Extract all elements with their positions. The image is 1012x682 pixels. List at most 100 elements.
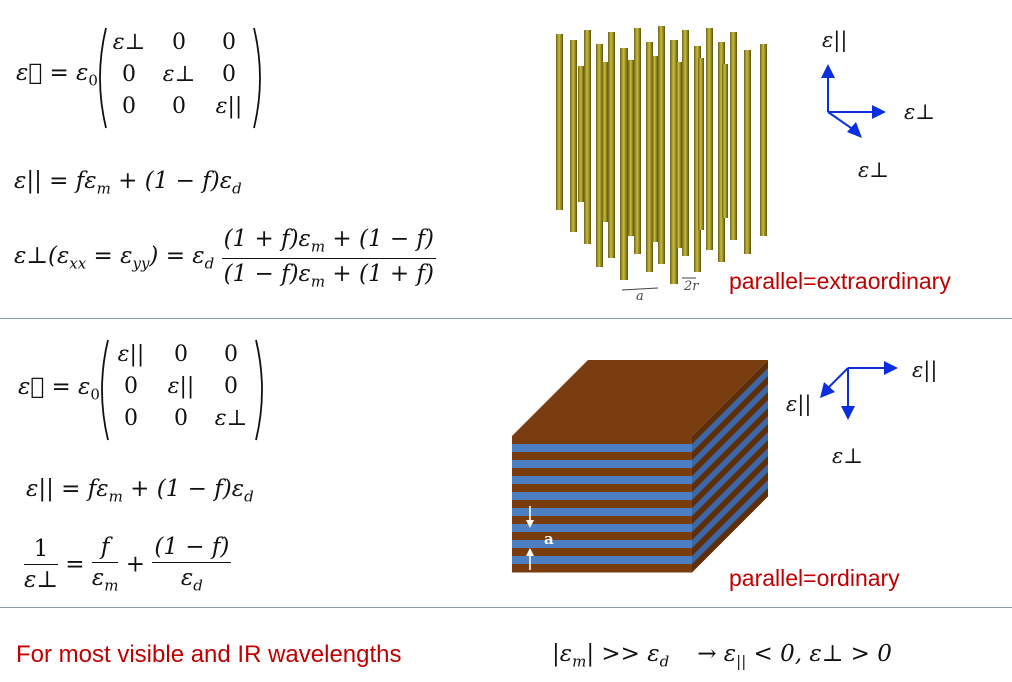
caption-extraordinary: parallel=extraordinary bbox=[729, 268, 951, 294]
layer-front bbox=[512, 492, 692, 501]
matrix-cell: 0 bbox=[224, 374, 238, 399]
layer-side bbox=[692, 384, 768, 469]
eq-text: (1 − f)ε bbox=[223, 260, 311, 287]
layer-side bbox=[692, 416, 768, 501]
block-top-face bbox=[512, 360, 768, 436]
fraction-1: 1 ε⊥ bbox=[24, 537, 58, 593]
layer-front bbox=[512, 452, 692, 461]
axis-label-diagonal: ε⊥ bbox=[858, 158, 890, 182]
nanorod bbox=[628, 60, 634, 236]
eq-text: ε⊥(ε bbox=[14, 243, 70, 270]
eq-text: + (1 + f) bbox=[325, 260, 435, 287]
layer-label-a: a bbox=[544, 530, 554, 548]
nanorod bbox=[634, 28, 641, 254]
tensor-lhs-bottom: ε⃡ = ε0 bbox=[18, 376, 100, 403]
arrow-diagonal-icon bbox=[820, 382, 835, 398]
eq-sub: d bbox=[244, 487, 254, 506]
arrow-diagonal-icon bbox=[847, 122, 862, 138]
axis-label-diagonal: ε|| bbox=[786, 392, 812, 416]
layer-side bbox=[692, 440, 768, 525]
nanorod bbox=[670, 40, 678, 284]
eq-sub: m bbox=[96, 179, 111, 198]
eq-sub: || bbox=[736, 652, 747, 671]
matrix-cell: ε|| bbox=[117, 342, 145, 367]
nanorod bbox=[602, 62, 608, 222]
layer-side bbox=[692, 424, 768, 509]
eq-sub: yy bbox=[132, 254, 150, 273]
eq-text: |ε bbox=[552, 641, 573, 667]
nanorod bbox=[570, 40, 577, 232]
fraction-denominator: (1 − f)εm + (1 + f) bbox=[222, 259, 436, 290]
eq-text: = ε bbox=[86, 243, 133, 270]
fraction-2: f εm bbox=[91, 536, 119, 595]
fraction-numerator: 1 bbox=[24, 537, 58, 565]
layer-stack-front bbox=[512, 436, 692, 573]
eq-text: + (1 − f)ε bbox=[110, 168, 233, 194]
tensor-lhs-sub: 0 bbox=[88, 71, 98, 90]
tensor-lhs-sub: 0 bbox=[90, 385, 100, 404]
fraction-numerator: f bbox=[91, 536, 119, 563]
matrix-brackets-top bbox=[99, 27, 261, 129]
layer-front bbox=[512, 460, 692, 469]
dimension-line bbox=[621, 287, 659, 291]
layer-front bbox=[512, 524, 692, 533]
axis-diag-line bbox=[827, 111, 855, 131]
fraction-3: (1 − f) εd bbox=[152, 536, 232, 595]
eq-text: ε|| = fε bbox=[14, 168, 97, 194]
multilayer-block-illustration: a bbox=[512, 360, 768, 573]
fraction-denominator: ε⊥ bbox=[24, 566, 58, 593]
nanorod bbox=[698, 58, 704, 230]
layer-side bbox=[692, 488, 768, 573]
layer-side bbox=[692, 368, 768, 453]
matrix-cell: 0 bbox=[174, 406, 188, 431]
caption-ordinary: parallel=ordinary bbox=[729, 565, 900, 591]
layer-front bbox=[512, 564, 692, 573]
axis-label-up: ε|| bbox=[822, 28, 848, 52]
nanorod bbox=[658, 26, 665, 264]
footer-condition: |εm| >> εd→ ε|| < 0, ε⊥ > 0 bbox=[552, 643, 892, 670]
layer-front bbox=[512, 556, 692, 565]
nanorod bbox=[620, 48, 628, 280]
nanorod bbox=[722, 64, 728, 218]
layer-front bbox=[512, 436, 692, 445]
matrix-top: ε⊥ 0 0 0 ε⊥ 0 0 0 ε|| bbox=[104, 30, 256, 126]
eq-text: | >> ε bbox=[586, 641, 660, 667]
arrow-up-icon bbox=[821, 64, 835, 78]
layer-front bbox=[512, 476, 692, 485]
eq-text: → ε bbox=[697, 641, 737, 667]
matrix-cell: 0 bbox=[224, 342, 238, 367]
rod-label-2r: 2r bbox=[683, 279, 699, 294]
axes-diagram-bottom bbox=[820, 361, 898, 420]
layer-side bbox=[692, 376, 768, 461]
nanorod bbox=[744, 50, 751, 254]
fraction-numerator: (1 − f) bbox=[152, 536, 232, 563]
eq-sub: d bbox=[659, 652, 670, 671]
arrow-right-icon bbox=[884, 361, 898, 375]
matrix-cell: ε|| bbox=[167, 374, 195, 399]
tensor-lhs-top: ε⃡ = ε0 bbox=[16, 62, 98, 89]
layer-side bbox=[692, 432, 768, 517]
layer-side bbox=[692, 480, 768, 565]
layer-side bbox=[692, 448, 768, 533]
eq-sub: m bbox=[572, 652, 587, 671]
eq-sub: d bbox=[193, 576, 203, 595]
layer-side bbox=[692, 360, 768, 445]
eq-parallel-bottom: ε|| = fεm + (1 − f)εd bbox=[26, 478, 254, 505]
rod-label-a: a bbox=[636, 289, 644, 302]
eq-text: + (1 − f)ε bbox=[122, 476, 245, 502]
matrix-cell: 0 bbox=[124, 406, 138, 431]
nanorod bbox=[584, 30, 591, 244]
matrix-cell: ε|| bbox=[215, 94, 243, 119]
matrix-bottom: ε|| 0 0 0 ε|| 0 0 0 ε⊥ bbox=[106, 342, 258, 438]
nanorod bbox=[718, 42, 725, 262]
axes-diagram-top bbox=[821, 64, 886, 138]
eq-perp-fraction: (1 + f)εm + (1 − f) (1 − f)εm + (1 + f) bbox=[221, 228, 437, 290]
layer-front bbox=[512, 484, 692, 493]
section-divider bbox=[0, 318, 1012, 319]
layer-front bbox=[512, 508, 692, 517]
arrow-up-icon bbox=[526, 548, 534, 556]
eq-sub: m bbox=[104, 576, 119, 595]
layer-side bbox=[692, 408, 768, 493]
eq-perp-bottom: 1 ε⊥ = f εm + (1 − f) εd bbox=[24, 536, 232, 595]
nanorod bbox=[682, 30, 689, 256]
